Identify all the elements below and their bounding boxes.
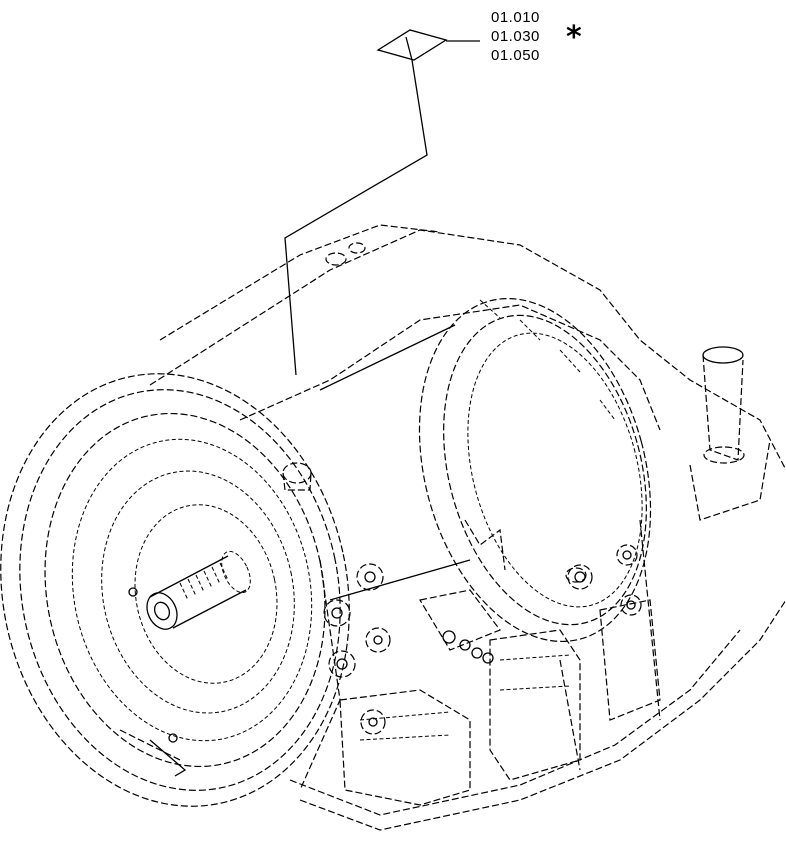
clutch-drum	[319, 297, 652, 643]
part-number-01-050: 01.050	[491, 47, 540, 64]
label-plate-icon	[376, 29, 448, 61]
bell-housing	[0, 373, 350, 807]
part-number-01-030: 01.030	[491, 28, 540, 45]
callout-leader-line	[284, 36, 428, 376]
oil-filler-pipe	[689, 346, 771, 521]
part-number-01-010: 01.010	[491, 9, 540, 26]
transmission-case	[149, 224, 786, 831]
valve-body	[339, 599, 661, 806]
input-shaft	[128, 550, 251, 630]
asterisk-marker: *	[566, 20, 582, 55]
sensor-cluster	[419, 519, 506, 664]
top-bosses	[282, 242, 587, 583]
lower-flange	[119, 729, 187, 777]
mounting-bosses	[323, 544, 642, 735]
